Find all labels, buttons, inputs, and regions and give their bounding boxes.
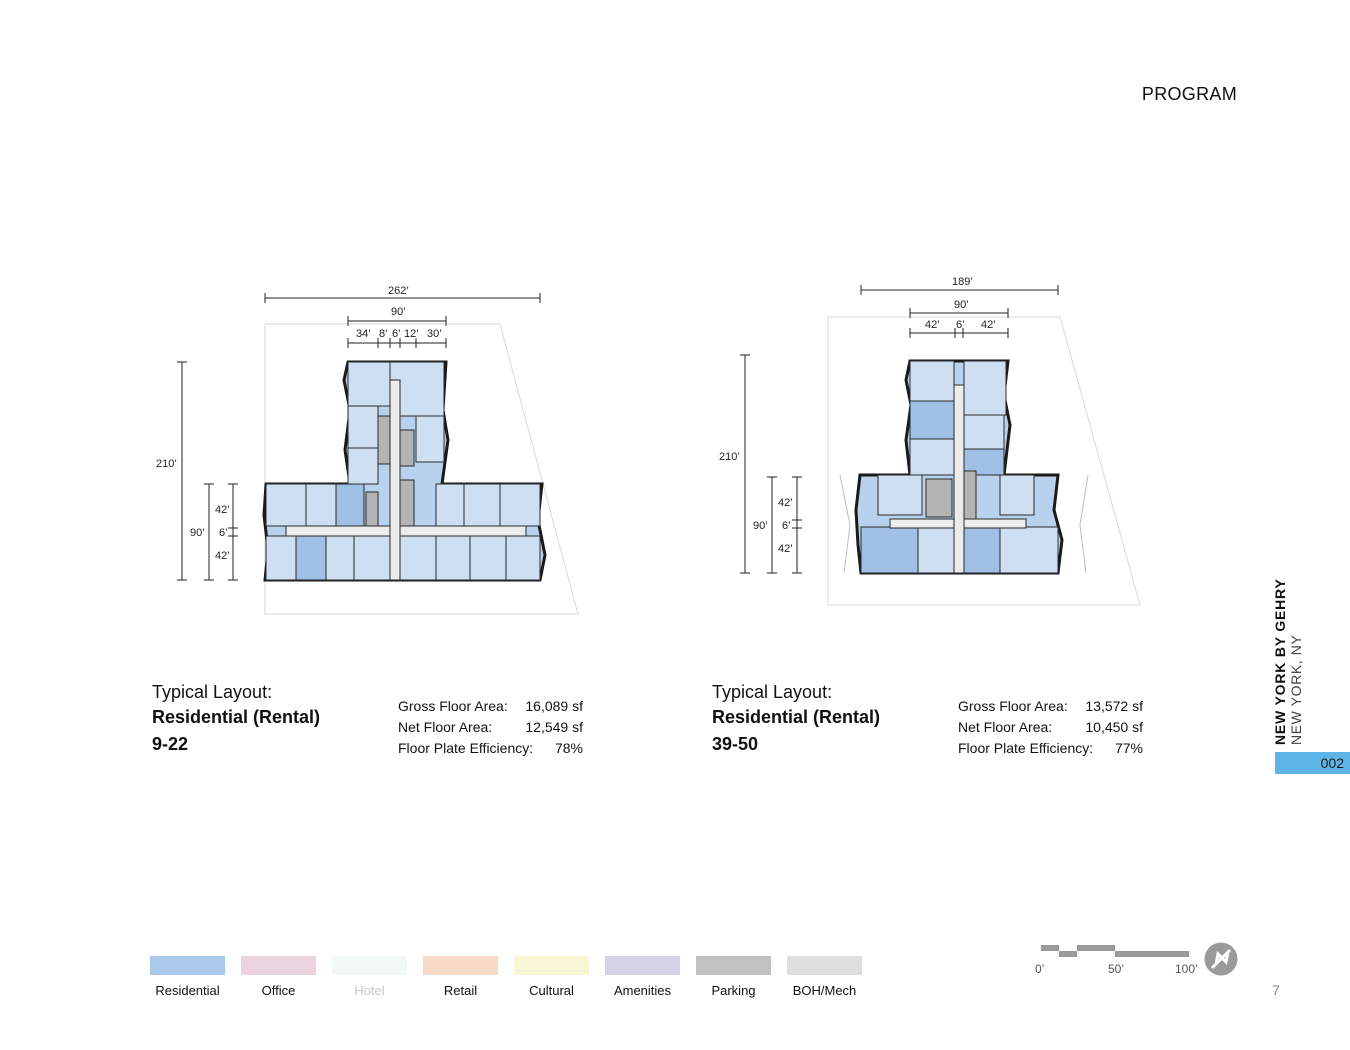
layout-type: Residential (Rental) bbox=[712, 707, 881, 727]
legend-swatch bbox=[150, 956, 225, 975]
dim-wing-segment: 6’ bbox=[219, 527, 228, 539]
legend-swatch bbox=[787, 956, 862, 975]
dim-segment: 6’ bbox=[392, 328, 401, 340]
legend-swatch bbox=[514, 956, 589, 975]
legend-label: Amenities bbox=[613, 983, 672, 998]
legend-item-retail: Retail bbox=[423, 956, 498, 998]
program-legend: Residential Office Hotel Retail Cultural… bbox=[150, 956, 862, 998]
dim-segment: 6’ bbox=[956, 319, 965, 331]
dim-wing-segment: 42’ bbox=[778, 543, 793, 555]
stat-net-floor-area: Net Floor Area: 12,549 sf bbox=[398, 717, 583, 738]
section-title: PROGRAM bbox=[1141, 84, 1237, 104]
stat-label: Gross Floor Area: bbox=[958, 698, 1068, 714]
dim-segment: 8’ bbox=[379, 328, 388, 340]
legend-item-hotel: Hotel bbox=[332, 956, 407, 998]
dim-wing-segment: 6’ bbox=[782, 520, 791, 532]
stat-value: 78% bbox=[554, 740, 583, 756]
dim-wing-depth: 90’ bbox=[753, 520, 768, 532]
legend-item-residential: Residential bbox=[150, 956, 225, 998]
stat-gross-floor-area: Gross Floor Area: 13,572 sf bbox=[958, 696, 1143, 717]
stat-label: Net Floor Area: bbox=[398, 719, 493, 735]
layout-type: Residential (Rental) bbox=[152, 707, 321, 727]
stat-net-floor-area: Net Floor Area: 10,450 sf bbox=[958, 717, 1143, 738]
stat-value: 10,450 sf bbox=[1085, 719, 1143, 735]
legend-label: Cultural bbox=[529, 983, 574, 998]
dim-overall-width: 262’ bbox=[388, 285, 409, 297]
dim-wing-segment: 42’ bbox=[778, 497, 793, 509]
dim-core-width: 90’ bbox=[391, 306, 406, 318]
legend-label: Retail bbox=[443, 983, 478, 998]
dim-height: 210’ bbox=[719, 451, 740, 463]
floor-plan-9-22: 262’ 90’ 34’ 8’ 6’ 12’ 30’ 210’ 90’ 42’ … bbox=[150, 270, 600, 630]
stat-value: 12,549 sf bbox=[525, 719, 583, 735]
dim-height: 210’ bbox=[156, 458, 177, 470]
stat-floor-plate-efficiency: Floor Plate Efficiency: 78% bbox=[398, 738, 583, 759]
layout-info-39-50: Typical Layout: Residential (Rental) 39-… bbox=[712, 680, 880, 758]
legend-label: Office bbox=[261, 983, 296, 998]
legend-swatch bbox=[241, 956, 316, 975]
legend-label: Hotel bbox=[354, 983, 385, 998]
dim-segment: 34’ bbox=[356, 328, 371, 340]
legend-item-parking: Parking bbox=[696, 956, 771, 998]
legend-swatch bbox=[605, 956, 680, 975]
stat-label: Net Floor Area: bbox=[958, 719, 1053, 735]
scale-label: 100’ bbox=[1175, 962, 1198, 976]
layout-label: Typical Layout: bbox=[712, 682, 833, 702]
legend-label: BOH/Mech bbox=[792, 983, 857, 998]
stat-gross-floor-area: Gross Floor Area: 16,089 sf bbox=[398, 696, 583, 717]
dim-segment: 12’ bbox=[404, 328, 419, 340]
dim-core-width: 90’ bbox=[954, 299, 969, 311]
dim-segment: 30’ bbox=[427, 328, 442, 340]
stat-value: 16,089 sf bbox=[525, 698, 583, 714]
floor-plan-39-50: 189’ 90’ 42’ 6’ 42’ 210’ 90’ 42’ 6’ 42’ bbox=[700, 265, 1160, 625]
stat-label: Floor Plate Efficiency: bbox=[398, 740, 534, 756]
legend-swatch bbox=[696, 956, 771, 975]
stat-value: 13,572 sf bbox=[1085, 698, 1143, 714]
legend-item-amenities: Amenities bbox=[605, 956, 680, 998]
legend-item-boh-mech: BOH/Mech bbox=[787, 956, 862, 998]
legend-swatch bbox=[332, 956, 407, 975]
section-tab: 002 bbox=[1275, 752, 1350, 774]
scale-label: 0’ bbox=[1035, 962, 1045, 976]
legend-swatch bbox=[423, 956, 498, 975]
legend-label: Residential bbox=[155, 983, 220, 998]
legend-label: Parking bbox=[711, 983, 756, 998]
legend-item-office: Office bbox=[241, 956, 316, 998]
stat-floor-plate-efficiency: Floor Plate Efficiency: 77% bbox=[958, 738, 1143, 759]
stat-value: 77% bbox=[1114, 740, 1143, 756]
layout-floors: 39-50 bbox=[712, 734, 759, 754]
dim-overall-width: 189’ bbox=[952, 276, 973, 288]
area-stats-39-50: Gross Floor Area: 13,572 sf Net Floor Ar… bbox=[958, 696, 1143, 759]
layout-info-9-22: Typical Layout: Residential (Rental) 9-2… bbox=[152, 680, 320, 758]
stat-label: Gross Floor Area: bbox=[398, 698, 508, 714]
dim-wing-segment: 42’ bbox=[215, 504, 230, 516]
layout-label: Typical Layout: bbox=[152, 682, 273, 702]
dim-segment: 42’ bbox=[981, 319, 996, 331]
scale-label: 50’ bbox=[1108, 962, 1125, 976]
scale-bar: 0’ 50’ 100’ bbox=[1030, 940, 1200, 985]
legend-item-cultural: Cultural bbox=[514, 956, 589, 998]
page-number: 7 bbox=[1272, 982, 1280, 998]
dim-segment: 42’ bbox=[925, 319, 940, 331]
project-label: NEW YORK BY GEHRY NEW YORK, NY bbox=[1272, 578, 1304, 745]
area-stats-9-22: Gross Floor Area: 16,089 sf Net Floor Ar… bbox=[398, 696, 583, 759]
project-location: NEW YORK, NY bbox=[1288, 634, 1304, 745]
north-arrow-icon bbox=[1204, 942, 1238, 976]
dim-wing-segment: 42’ bbox=[215, 550, 230, 562]
project-name: NEW YORK BY GEHRY bbox=[1272, 578, 1288, 745]
dim-wing-depth: 90’ bbox=[190, 527, 205, 539]
layout-floors: 9-22 bbox=[152, 734, 189, 754]
stat-label: Floor Plate Efficiency: bbox=[958, 740, 1094, 756]
